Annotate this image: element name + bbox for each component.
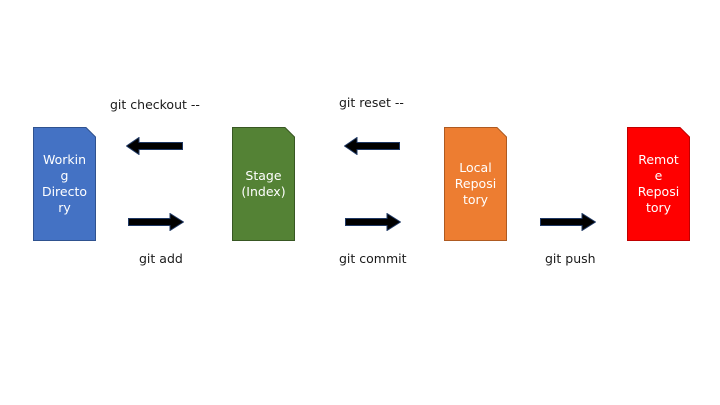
remote-repository-fill — [627, 127, 690, 241]
local-repository-fill — [444, 127, 507, 241]
stage-index-label: Stage (Index) — [241, 168, 286, 199]
working-directory-shape — [33, 127, 96, 241]
local-repository-node: Local Reposi tory — [444, 127, 507, 241]
git-commit-label: git commit — [339, 251, 407, 266]
git-add-label: git add — [139, 251, 183, 266]
remote-repository-shape — [627, 127, 690, 241]
local-repository-label: Local Reposi tory — [454, 160, 497, 207]
local-repository-shape — [444, 127, 507, 241]
working-directory-fill — [33, 127, 96, 241]
remote-repository-node: Remot e Reposi tory — [627, 127, 690, 241]
git-checkout-label: git checkout -- — [110, 97, 200, 112]
stage-index-node: Stage (Index) — [232, 127, 295, 241]
commit-arrow — [345, 213, 401, 231]
git-reset-label: git reset -- — [339, 95, 404, 110]
add-arrow — [128, 213, 184, 231]
checkout-arrow — [126, 137, 183, 155]
push-arrow — [540, 213, 596, 231]
working-directory-node: Workin g Directo ry — [33, 127, 96, 241]
working-directory-label: Workin g Directo ry — [41, 152, 88, 215]
stage-index-fill — [232, 127, 295, 241]
stage-index-shape — [232, 127, 295, 241]
git-push-label: git push — [545, 251, 596, 266]
reset-arrow — [344, 137, 400, 155]
remote-repository-label: Remot e Reposi tory — [637, 152, 680, 215]
